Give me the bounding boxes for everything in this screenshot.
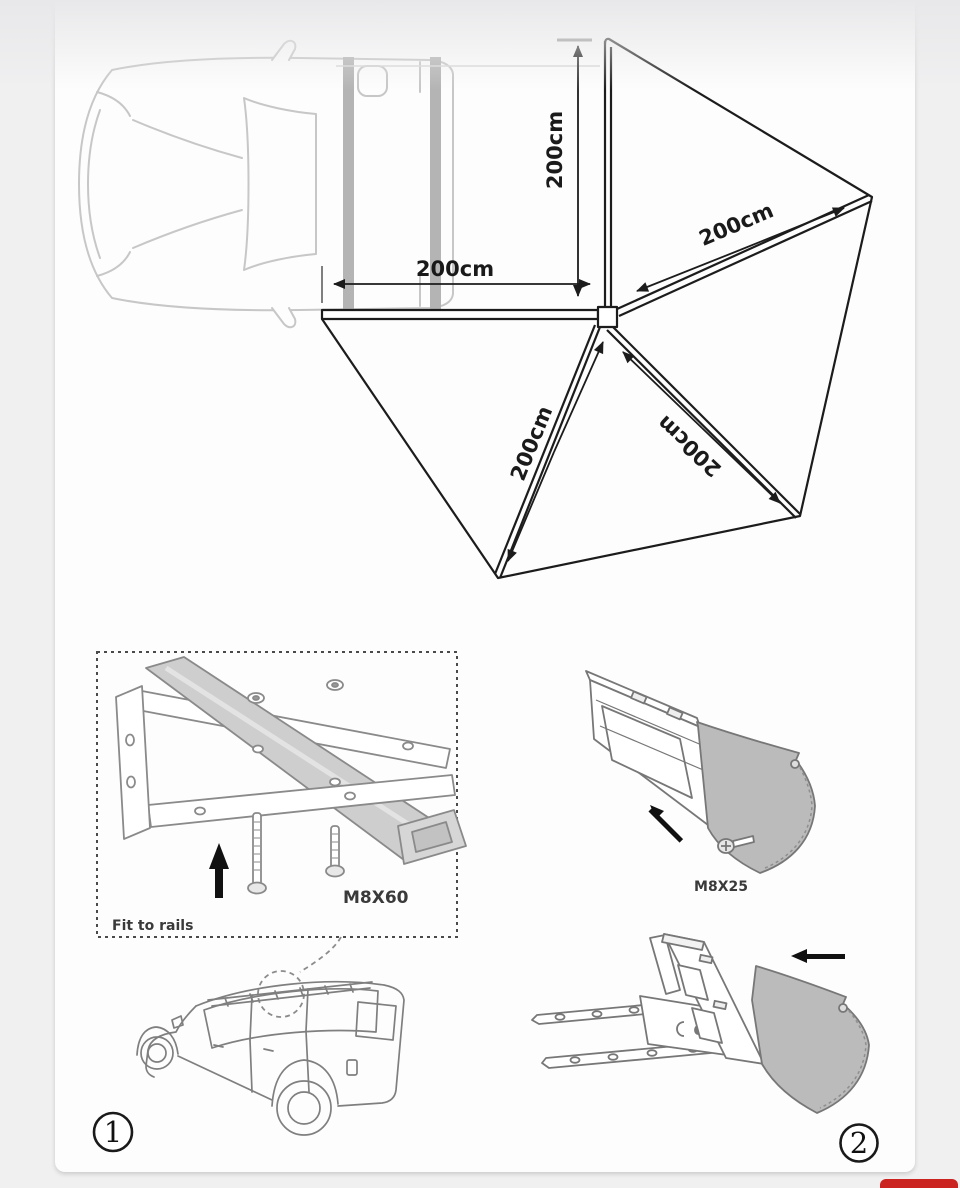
dimension-label-horizontal: 200cm — [416, 257, 494, 281]
step1-number-badge: 1 — [92, 1111, 134, 1153]
awning-mount-diagram — [531, 933, 870, 1114]
roof-crossbars — [343, 57, 441, 310]
svg-text:2: 2 — [850, 1126, 868, 1160]
step1-note: Fit to rails — [112, 918, 193, 934]
mount-position-leader — [257, 936, 342, 1018]
dimension-label-vertical: 200cm — [543, 111, 567, 189]
fabric-flap — [696, 721, 816, 874]
awning-case-diagram — [585, 670, 816, 874]
svg-text:1: 1 — [104, 1115, 122, 1149]
fabric-flap — [751, 965, 870, 1114]
dimension-label-lower-left: 200cm — [506, 403, 558, 484]
step2-bolt-label: M8X25 — [694, 879, 748, 895]
dimension-label-lower-right: 200cm — [652, 411, 726, 482]
slide-arrow-icon — [648, 805, 684, 843]
bracket-exploded-diagram — [115, 656, 467, 898]
up-arrow-icon — [209, 843, 229, 898]
red-cta-button[interactable] — [880, 1179, 958, 1188]
step2-number-badge: 2 — [839, 1123, 879, 1163]
suv-sketch — [136, 980, 405, 1136]
slide-left-arrow-icon — [791, 949, 845, 963]
dimension-annotations — [333, 45, 845, 562]
step1-bolt-label: M8X60 — [343, 888, 409, 908]
